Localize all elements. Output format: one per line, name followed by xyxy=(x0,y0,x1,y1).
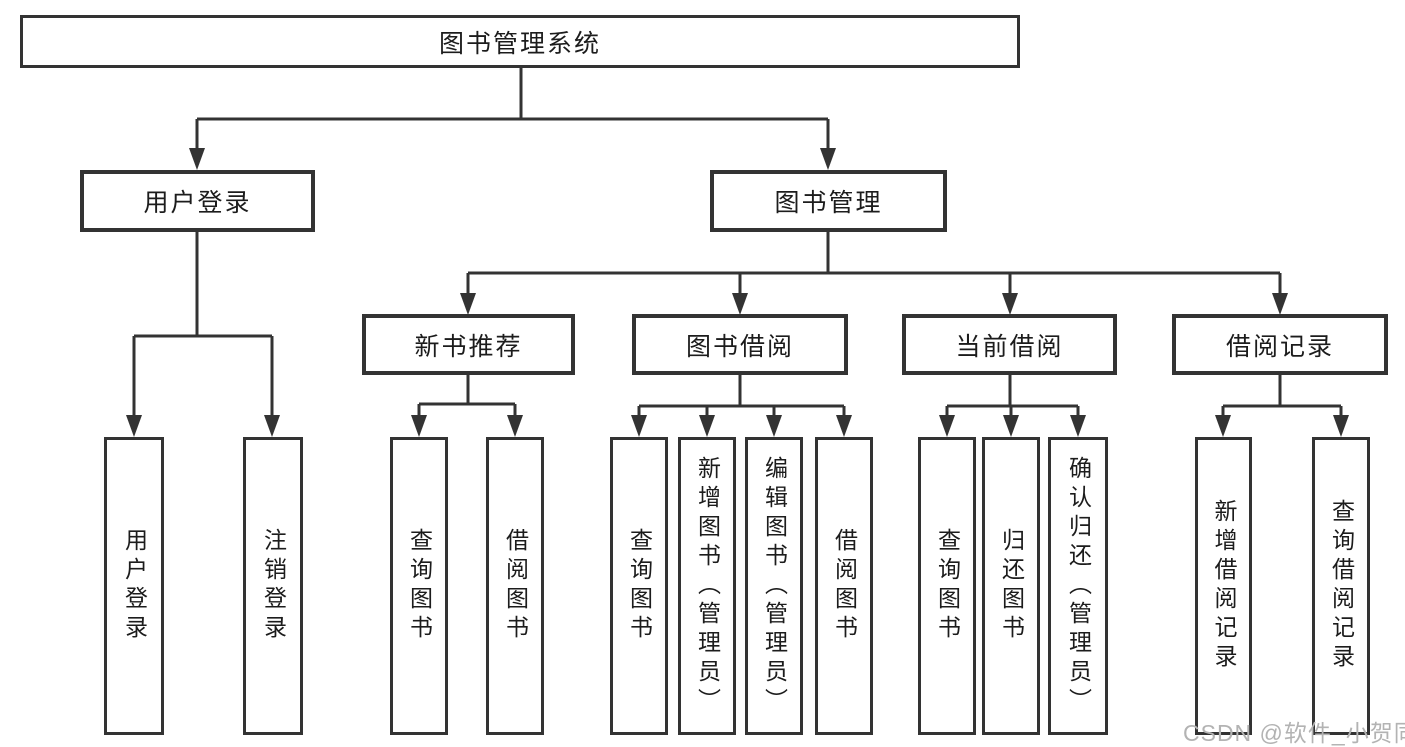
leaf-logout: 注销登录 xyxy=(243,437,303,735)
node-library-system: 图书管理系统 xyxy=(20,15,1020,68)
node-book-management-group: 图书管理 xyxy=(710,170,947,232)
leaf-add-borrow-record: 新增借阅记录 xyxy=(1195,437,1252,735)
node-new-book-recommend: 新书推荐 xyxy=(362,314,575,375)
leaf-query-borrow-record: 查询借阅记录 xyxy=(1312,437,1370,735)
connector-root-to-level2 xyxy=(189,66,836,170)
leaf-newbook-query-books: 查询图书 xyxy=(390,437,448,735)
leaf-borrow-query-books: 查询图书 xyxy=(610,437,668,735)
connector-records-to-leaves xyxy=(1215,374,1349,437)
node-user-login-group: 用户登录 xyxy=(80,170,315,232)
leaf-newbook-borrow-books: 借阅图书 xyxy=(486,437,544,735)
csdn-watermark: CSDN @软件_小贺同学 xyxy=(1183,720,1405,746)
leaf-confirm-return-admin: 确认归还（管理员） xyxy=(1048,437,1108,735)
node-book-borrow: 图书借阅 xyxy=(632,314,848,375)
node-borrow-records: 借阅记录 xyxy=(1172,314,1388,375)
leaf-return-books: 归还图书 xyxy=(982,437,1040,735)
node-current-borrow: 当前借阅 xyxy=(902,314,1117,375)
connector-current-to-leaves xyxy=(939,374,1086,437)
connector-user-login-to-leaves xyxy=(126,231,280,437)
connector-borrow-to-leaves xyxy=(631,374,852,437)
leaf-edit-books-admin: 编辑图书（管理员） xyxy=(745,437,803,735)
leaf-add-books-admin: 新增图书（管理员） xyxy=(678,437,736,735)
leaf-user-login: 用户登录 xyxy=(104,437,164,735)
connector-book-mgmt-to-level3 xyxy=(460,231,1288,315)
leaf-borrow-borrow-books: 借阅图书 xyxy=(815,437,873,735)
connector-new-book-to-leaves xyxy=(411,374,523,437)
leaf-current-query-books: 查询图书 xyxy=(918,437,976,735)
